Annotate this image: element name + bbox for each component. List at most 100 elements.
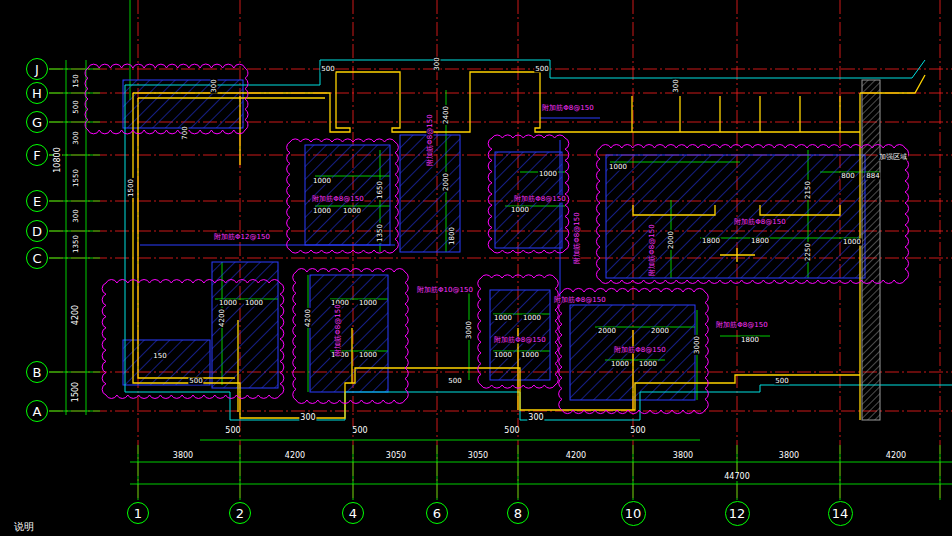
revision-cloud	[85, 64, 248, 134]
rebar-note: 附加筋Φ8@150	[715, 322, 768, 329]
dimension-text: 300	[211, 78, 218, 93]
axis-label: J	[35, 63, 39, 76]
dimension-text: 4200	[565, 452, 587, 460]
wall	[720, 248, 755, 262]
dimension-line	[308, 275, 309, 392]
axis-label: F	[33, 149, 40, 162]
rebar-note: 附加筋Φ8@150	[733, 219, 786, 226]
dimension-text: 1000	[538, 171, 558, 178]
dimension-text: 1000	[342, 208, 362, 215]
dimension-text: 1550	[73, 168, 80, 188]
wall	[633, 205, 840, 215]
axis-bubble: E	[26, 190, 48, 212]
axis-bubble: F	[26, 144, 48, 166]
bubble-leader	[49, 93, 60, 94]
axis-label: C	[32, 252, 41, 265]
dimension-text: 4200	[305, 308, 312, 328]
bubble-leader	[49, 122, 60, 123]
dimension-text: 10800	[54, 146, 62, 173]
dimension-text: 1000	[522, 315, 542, 322]
dimension-text: 3800	[172, 452, 194, 460]
rebar-line	[140, 245, 395, 246]
revision-cloud	[102, 280, 284, 399]
dimension-text: 1000	[493, 352, 513, 359]
bubble-leader	[49, 258, 60, 259]
axis-bubble: 8	[507, 502, 529, 524]
dimension-line	[60, 93, 100, 94]
rebar-line	[560, 140, 561, 300]
dimension-text: 2000	[443, 172, 450, 192]
dimension-text: 1000	[608, 164, 628, 171]
rebar-note: 附加筋Φ8@150	[574, 211, 581, 264]
dimension-text: 2150	[805, 180, 812, 200]
axis-label: 14	[832, 507, 849, 520]
dimension-text: 300	[299, 414, 316, 422]
axis-label: A	[33, 405, 42, 418]
axis-label: 8	[514, 507, 522, 520]
slab-edge	[125, 85, 952, 420]
revision-cloud	[287, 139, 399, 253]
dimension-text: 1000	[312, 178, 332, 185]
dimension-text: 4200	[219, 308, 226, 328]
dimension-line	[60, 122, 100, 123]
dimension-text: 1350	[377, 223, 384, 243]
rebar-note: 附加筋Φ8@150	[513, 196, 566, 203]
dimension-line	[86, 60, 87, 415]
rebar-note: 附加筋Φ8@150	[649, 223, 656, 276]
axis-bubble: A	[26, 400, 48, 422]
dimension-text: 3000	[694, 335, 701, 355]
rebar-note: 附加筋Φ8@150	[613, 347, 666, 354]
dimension-text: 1650	[377, 180, 384, 200]
dimension-line	[60, 231, 100, 232]
axis-line	[49, 69, 952, 70]
dimension-line	[200, 440, 700, 441]
dimension-text: 3000	[466, 320, 473, 340]
axis-bubble: 4	[342, 502, 364, 524]
axis-label: B	[33, 366, 42, 379]
dimension-line	[130, 484, 952, 485]
dimension-text: 500	[447, 378, 462, 385]
wall	[860, 75, 925, 420]
revision-cloud	[559, 288, 709, 413]
axis-grid	[49, 0, 952, 500]
dimension-text: 4200	[885, 452, 907, 460]
axis-label: 10	[625, 507, 642, 520]
axis-label: 6	[433, 507, 441, 520]
dimension-text: 1000	[842, 239, 862, 246]
rebar-note: 附加筋Φ8@150	[311, 196, 364, 203]
dimension-text: 1500	[72, 381, 80, 403]
dimension-line	[940, 445, 941, 500]
dimension-text: 150	[73, 73, 80, 88]
dimension-text: 1000	[510, 207, 530, 214]
dimension-lines	[60, 0, 952, 500]
wall	[133, 72, 860, 132]
dimension-text: 44700	[723, 473, 750, 481]
dimension-line	[138, 445, 139, 500]
wall	[133, 93, 860, 418]
axis-bubble: 12	[725, 501, 750, 526]
dimension-text: 500	[188, 378, 203, 385]
dimension-line	[633, 445, 634, 500]
dimension-text: 500	[224, 427, 241, 435]
bubble-leader	[49, 372, 60, 373]
dimension-text: 2000	[650, 328, 670, 335]
bubble-leader	[49, 411, 60, 412]
axis-label: E	[33, 195, 41, 208]
dimension-text: 500	[774, 378, 789, 385]
dimension-text: 2400	[443, 105, 450, 125]
dimension-line	[353, 445, 354, 500]
revision-cloud	[596, 145, 908, 284]
dimension-text: 300	[434, 56, 441, 71]
dimension-text: 500	[503, 427, 520, 435]
axis-label: D	[32, 225, 42, 238]
dimension-text: 1000	[493, 315, 513, 322]
dimension-text: 300	[673, 78, 680, 93]
dimension-text: 1000	[610, 361, 630, 368]
rebar-note: 附加筋Φ8@150	[541, 105, 594, 112]
axis-bubble: J	[26, 58, 48, 80]
axis-bubble: G	[26, 111, 48, 133]
axis-bubble: D	[26, 220, 48, 242]
dimension-line	[60, 155, 100, 156]
reinforcement-regions	[123, 80, 865, 400]
dimension-text: 1000	[312, 208, 332, 215]
